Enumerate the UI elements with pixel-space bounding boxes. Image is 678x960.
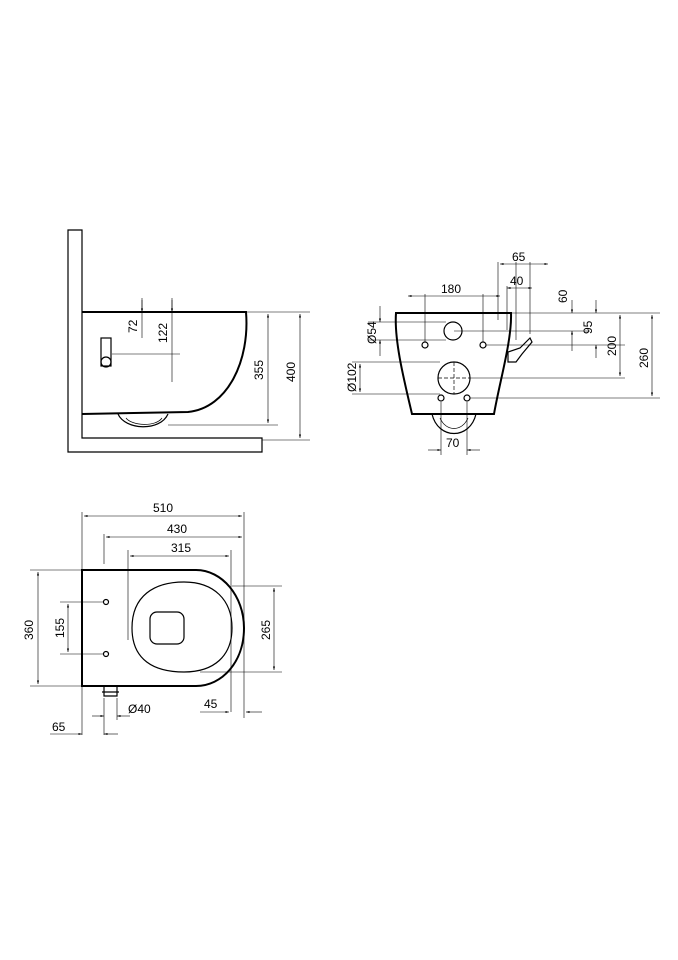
- top-dim-430: 430: [167, 522, 187, 536]
- rear-dim-d54: Ø54: [365, 321, 379, 344]
- top-inlet: [102, 686, 119, 697]
- side-dim-400: 400: [284, 362, 298, 382]
- top-dim-360: 360: [22, 620, 36, 640]
- rear-dim-65: 65: [512, 250, 526, 264]
- top-dim-65: 65: [52, 720, 66, 734]
- top-dim-45: 45: [204, 697, 218, 711]
- rear-dim-40: 40: [510, 274, 524, 288]
- side-dim-72: 72: [126, 319, 140, 333]
- rear-dim-95: 95: [581, 320, 595, 334]
- top-view: 510 430 315 360 155 265 45 Ø40 65: [22, 501, 282, 736]
- side-view: 72 122 355 400: [67, 229, 310, 453]
- inlet-pipe: [100, 337, 112, 367]
- rear-dim-70: 70: [446, 436, 460, 450]
- rear-bowl-outline: [394, 312, 513, 415]
- wall-hatch: [67, 229, 263, 453]
- top-seat-inner: [131, 581, 233, 673]
- top-dim-265: 265: [259, 620, 273, 640]
- top-seat-lid: [149, 611, 185, 645]
- rear-dim-200: 200: [605, 336, 619, 356]
- rear-dim-180: 180: [441, 282, 461, 296]
- side-bowl-foot: [117, 413, 169, 428]
- top-bowl-outline: [81, 569, 246, 687]
- rear-view: 65 180 40 60 Ø54 95 200 260 Ø102 70: [345, 250, 660, 455]
- side-dim-122: 122: [156, 323, 170, 343]
- top-dim-d40: Ø40: [128, 702, 151, 716]
- rear-dim-260: 260: [637, 348, 651, 368]
- rear-dim-60: 60: [556, 289, 570, 303]
- top-dim-155: 155: [53, 618, 67, 638]
- side-bowl-outline: [81, 311, 248, 415]
- top-dim-315: 315: [171, 541, 191, 555]
- side-dim-355: 355: [252, 360, 266, 380]
- top-dim-510: 510: [153, 501, 173, 515]
- rear-valve: [507, 336, 533, 363]
- rear-dim-d102: Ø102: [345, 362, 359, 392]
